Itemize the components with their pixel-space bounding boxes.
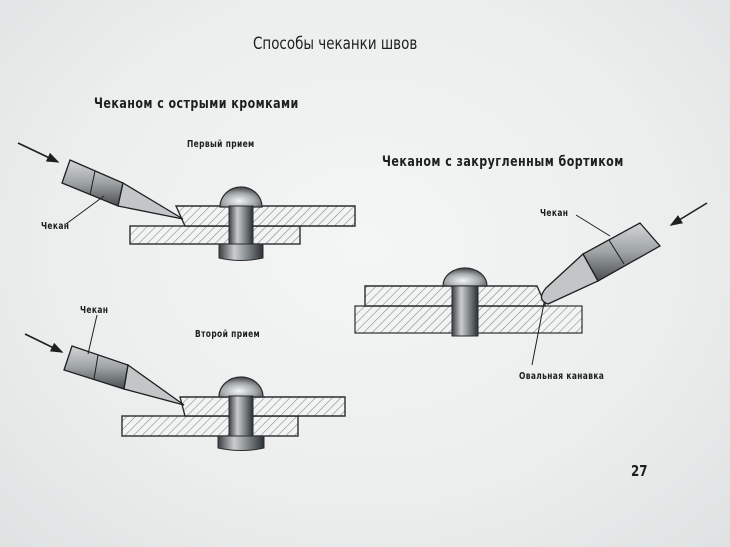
leader-chisel-first-step bbox=[65, 195, 105, 225]
force-arrow-first-step bbox=[17, 142, 60, 163]
oval-groove-label: Овальная канавка bbox=[519, 371, 605, 382]
bottom-plate bbox=[129, 225, 301, 245]
rivet-head bbox=[442, 267, 488, 287]
chisel-label-second-step: Чекан bbox=[80, 305, 109, 316]
chisel-label-rounded: Чекан bbox=[540, 208, 569, 219]
rivet-shank bbox=[228, 205, 254, 247]
first-step-chisel bbox=[61, 159, 184, 220]
first-step-label: Первый прием bbox=[187, 139, 255, 150]
leader-chisel-second-step bbox=[87, 314, 98, 355]
second-step-label: Второй прием bbox=[195, 329, 261, 340]
top-plate bbox=[179, 396, 346, 417]
section-heading-rounded-rim: Чеканом с закругленным бортиком bbox=[382, 154, 624, 170]
rivet-shank bbox=[451, 285, 479, 337]
rivet-tail bbox=[218, 243, 264, 261]
chisel-label-first-step: Чекан bbox=[41, 221, 70, 232]
top-plate bbox=[174, 205, 356, 227]
first-step-joint bbox=[129, 186, 356, 261]
slide-title: Способы чеканки швов bbox=[253, 34, 418, 54]
force-arrow-second-step bbox=[24, 333, 64, 353]
rivet-head bbox=[219, 186, 263, 208]
page-number: 27 bbox=[631, 462, 648, 480]
rivet-tail bbox=[217, 435, 265, 451]
leader-oval-groove bbox=[531, 302, 545, 366]
bottom-plate bbox=[121, 415, 299, 437]
force-arrow-rounded bbox=[669, 202, 708, 226]
leader-chisel-rounded bbox=[575, 214, 611, 237]
section-heading-sharp-edges: Чеканом с острыми кромками bbox=[94, 96, 299, 112]
rounded-joint bbox=[354, 267, 583, 337]
second-step-chisel bbox=[63, 345, 185, 406]
rivet-head bbox=[218, 376, 264, 398]
rounded-chisel bbox=[540, 222, 662, 305]
second-step-joint bbox=[121, 376, 346, 451]
rivet-shank bbox=[228, 395, 254, 439]
